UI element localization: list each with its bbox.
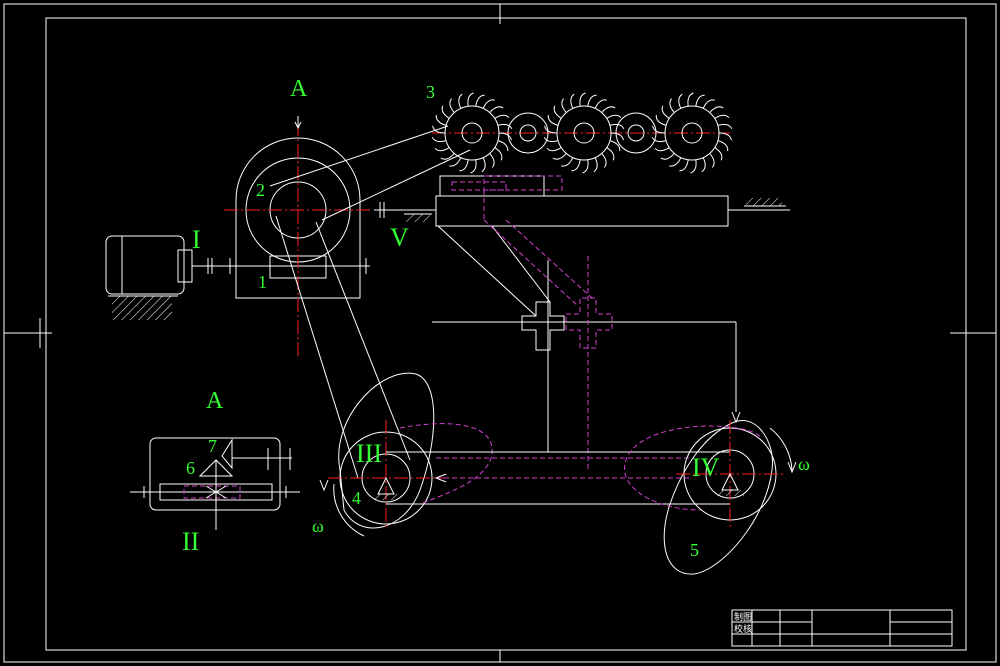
rotor-tine	[579, 92, 586, 107]
electric-motor	[105, 235, 236, 320]
rotor-tine	[546, 147, 562, 152]
rotor-tine	[714, 147, 723, 161]
label-shaft-IV: IV	[692, 453, 720, 482]
rotor-tine	[494, 114, 510, 119]
rotor-tine	[717, 123, 733, 130]
rotor-tine	[654, 147, 670, 152]
rotor-tine	[695, 94, 705, 107]
rotor-tine	[609, 140, 621, 152]
rotor-tine	[606, 114, 622, 119]
title-block-drawn-by: 制图	[734, 611, 752, 623]
rotor-tine	[601, 153, 607, 168]
rotor-tine	[652, 125, 666, 134]
label-shaft-I: I	[192, 225, 201, 254]
rotor-tine	[679, 159, 689, 172]
linkage	[432, 219, 741, 470]
rotor-tine	[702, 99, 716, 109]
cam-belt	[275, 215, 411, 479]
rotor-tine	[440, 153, 455, 160]
rotor-tine	[497, 140, 509, 152]
rotor-tine	[714, 114, 730, 119]
label-part-4: 4	[352, 488, 361, 508]
section-a-detail	[130, 437, 300, 530]
rotor-tine	[543, 136, 559, 143]
rotor-tine	[470, 159, 477, 174]
rotor-tine	[669, 98, 675, 113]
rotor-tine	[571, 159, 581, 172]
rotor-tine	[489, 153, 495, 168]
rotor-tine	[678, 93, 683, 109]
label-part-6: 6	[186, 458, 195, 478]
rotor-tine	[494, 147, 503, 161]
rotor-tine	[552, 153, 567, 160]
label-shaft-II: II	[182, 527, 199, 556]
rotor-tine	[668, 157, 682, 167]
rotor-tine	[593, 157, 598, 173]
label-part-2: 2	[256, 180, 265, 200]
label-section-a-top: A	[290, 76, 308, 102]
rotor-tine	[482, 99, 496, 109]
rotor-tine	[718, 132, 732, 141]
rotor-tine	[709, 106, 724, 113]
rotor-tine	[489, 106, 504, 113]
rotor-tine	[498, 132, 512, 141]
rotor-tine	[431, 136, 447, 143]
label-shaft-III: III	[356, 439, 382, 468]
label-shaft-V: V	[390, 223, 409, 252]
label-section-a-detail: A	[206, 388, 224, 414]
rotor-tine	[701, 157, 706, 173]
rotor-tine	[587, 94, 597, 107]
cam-left	[319, 372, 493, 537]
rotor-tine	[717, 140, 729, 152]
worm-gear-reducer	[224, 116, 420, 356]
rotor-tine	[594, 99, 608, 109]
rotor-tine	[651, 136, 667, 143]
rotor-tine	[467, 92, 474, 107]
rotor-tine	[435, 114, 447, 126]
label-omega-right: ω	[798, 454, 810, 474]
cam-right	[624, 420, 797, 575]
drive-belt	[269, 125, 471, 221]
connecting-rods	[386, 451, 730, 505]
label-omega-left: ω	[312, 516, 324, 536]
rotor-tine	[660, 153, 675, 160]
title-block	[731, 609, 953, 647]
rotor-tine	[441, 105, 450, 119]
rotor-tine	[582, 159, 589, 174]
rotor-tine	[610, 132, 624, 141]
rotor-tine	[449, 98, 455, 113]
label-part-7: 7	[208, 436, 217, 456]
rotor-tine	[601, 106, 616, 113]
rotor-tine	[448, 157, 462, 167]
rotor-tine	[661, 105, 670, 119]
rotor-tine	[497, 123, 513, 130]
rotor-tine	[687, 92, 694, 107]
rotor-tine	[570, 93, 575, 109]
title-block-checked-by: 校核	[734, 623, 752, 635]
label-part-3: 3	[426, 82, 435, 102]
rotor-tine	[655, 114, 667, 126]
rotor-tine	[609, 123, 625, 130]
label-part-1: 1	[258, 272, 267, 292]
rotor-tine	[690, 159, 697, 174]
rotor-tine	[606, 147, 615, 161]
rotor-tine	[547, 114, 559, 126]
rotor-tine	[553, 105, 562, 119]
rotor-tine	[458, 93, 463, 109]
rotor-tine	[434, 147, 450, 152]
label-part-5: 5	[690, 540, 699, 560]
rotor-tine	[475, 94, 485, 107]
rotor-tine	[560, 157, 574, 167]
rotor-tine	[459, 159, 469, 172]
rotor-tine	[544, 125, 558, 134]
rotor-tine	[481, 157, 486, 173]
rotor-tine	[432, 125, 446, 134]
rotor-tine	[709, 153, 715, 168]
rotor-gear-train	[431, 92, 733, 174]
slider-rod	[400, 175, 790, 227]
drawing-frame	[3, 3, 997, 663]
rotor-tine	[561, 98, 567, 113]
